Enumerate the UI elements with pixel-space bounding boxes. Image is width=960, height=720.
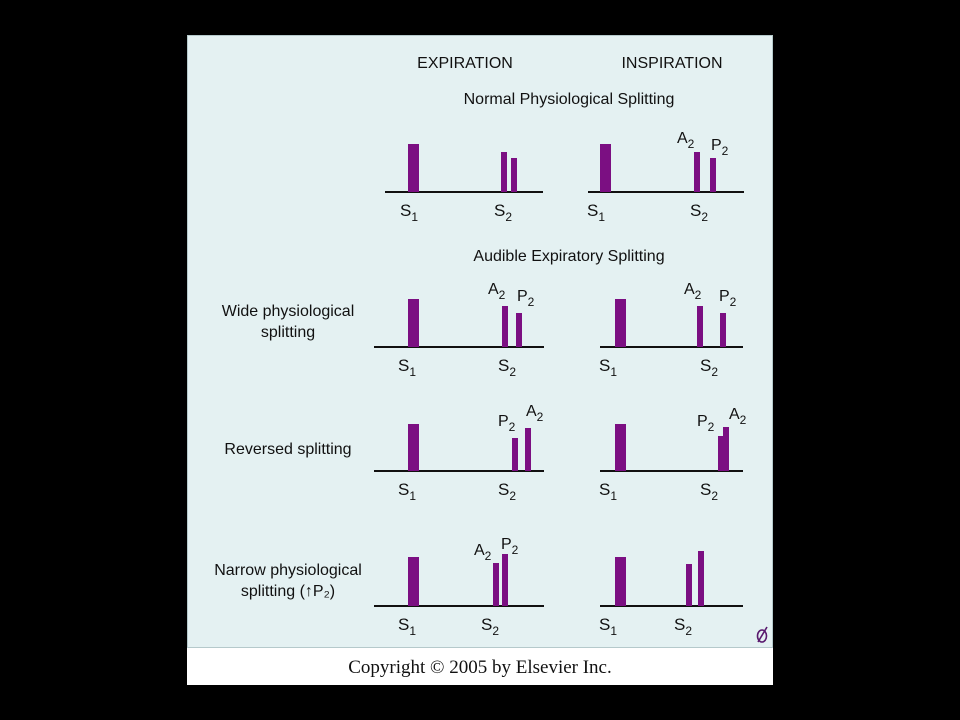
narrow-splitting-label-2: splitting (↑P₂) bbox=[241, 583, 335, 600]
normal-insp-a2-bar bbox=[694, 152, 700, 192]
normal-insp-a2-label: A2 bbox=[677, 130, 695, 151]
wide-insp-s1-label: S1 bbox=[599, 356, 617, 379]
rev-exp-a2-bar bbox=[525, 428, 531, 471]
rev-exp-p2-bar bbox=[512, 438, 518, 471]
wide-exp-s2-label: S2 bbox=[498, 356, 516, 379]
heart-sound-splitting-diagram: EXPIRATION INSPIRATION Normal Physiologi… bbox=[214, 55, 768, 643]
narrow-exp-s1-label: S1 bbox=[398, 615, 416, 638]
rev-insp-a2-label: A2 bbox=[729, 406, 747, 427]
narrow-insp-s1-bar bbox=[615, 557, 626, 606]
normal-exp-p2-bar bbox=[511, 158, 517, 192]
narrow-exp-p2-label: P2 bbox=[501, 536, 519, 557]
rev-exp-s1-label: S1 bbox=[398, 480, 416, 503]
wide-splitting-label-2: splitting bbox=[261, 324, 315, 341]
wide-insp-s2-label: S2 bbox=[700, 356, 718, 379]
normal-exp-a2-bar bbox=[501, 152, 507, 192]
narrow-insp-s1-label: S1 bbox=[599, 615, 617, 638]
rev-exp-a2-label: A2 bbox=[526, 403, 544, 424]
figure-card: EXPIRATION INSPIRATION Normal Physiologi… bbox=[187, 35, 773, 685]
normal-insp-p2-bar bbox=[710, 158, 716, 192]
narrow-exp-s2-label: S2 bbox=[481, 615, 499, 638]
wide-exp-a2-label: A2 bbox=[488, 281, 506, 302]
inspiration-header: INSPIRATION bbox=[621, 55, 722, 72]
narrow-exp-a2-bar bbox=[493, 563, 499, 606]
wide-insp-p2-bar bbox=[720, 313, 726, 347]
rev-insp-s1-bar bbox=[615, 424, 626, 471]
wide-exp-p2-bar bbox=[516, 313, 522, 347]
narrow-splitting-label-1: Narrow physiological bbox=[214, 562, 362, 579]
rev-exp-s1-bar bbox=[408, 424, 419, 471]
narrow-exp-a2-label: A2 bbox=[474, 542, 492, 563]
narrow-exp-s1-bar bbox=[408, 557, 419, 606]
wide-exp-s1-bar bbox=[408, 299, 419, 347]
rev-insp-a2-bar bbox=[723, 427, 729, 471]
wide-splitting-label-1: Wide physiological bbox=[222, 303, 355, 320]
wide-insp-s1-bar bbox=[615, 299, 626, 347]
wide-exp-p2-label: P2 bbox=[517, 288, 535, 309]
wide-insp-p2-label: P2 bbox=[719, 288, 737, 309]
rev-exp-s2-label: S2 bbox=[498, 480, 516, 503]
rev-insp-s2-label: S2 bbox=[700, 480, 718, 503]
wide-insp-a2-bar bbox=[697, 306, 703, 347]
normal-insp-s2-label: S2 bbox=[690, 201, 708, 224]
rev-insp-p2-label: P2 bbox=[697, 413, 715, 434]
normal-exp-s1-bar bbox=[408, 144, 419, 192]
narrow-insp-p2-bar bbox=[698, 551, 704, 606]
normal-exp-s2-label: S2 bbox=[494, 201, 512, 224]
publisher-logo-icon bbox=[756, 626, 768, 643]
copyright-notice: Copyright © 2005 by Elsevier Inc. bbox=[348, 657, 612, 678]
normal-splitting-title: Normal Physiological Splitting bbox=[464, 91, 675, 108]
normal-insp-s1-label: S1 bbox=[587, 201, 605, 224]
narrow-exp-p2-bar bbox=[502, 554, 508, 606]
figure-panel: EXPIRATION INSPIRATION Normal Physiologi… bbox=[187, 35, 773, 648]
normal-insp-p2-label: P2 bbox=[711, 137, 729, 158]
narrow-insp-a2-bar bbox=[686, 564, 692, 606]
wide-exp-a2-bar bbox=[502, 306, 508, 347]
narrow-insp-s2-label: S2 bbox=[674, 615, 692, 638]
rev-insp-s1-label: S1 bbox=[599, 480, 617, 503]
wide-exp-s1-label: S1 bbox=[398, 356, 416, 379]
rev-exp-p2-label: P2 bbox=[498, 413, 516, 434]
reversed-splitting-label: Reversed splitting bbox=[224, 441, 351, 458]
normal-insp-s1-bar bbox=[600, 144, 611, 192]
rev-insp-p2-bar bbox=[718, 436, 724, 471]
wide-insp-a2-label: A2 bbox=[684, 281, 702, 302]
audible-splitting-title: Audible Expiratory Splitting bbox=[473, 248, 664, 265]
expiration-header: EXPIRATION bbox=[417, 55, 513, 72]
normal-exp-s1-label: S1 bbox=[400, 201, 418, 224]
